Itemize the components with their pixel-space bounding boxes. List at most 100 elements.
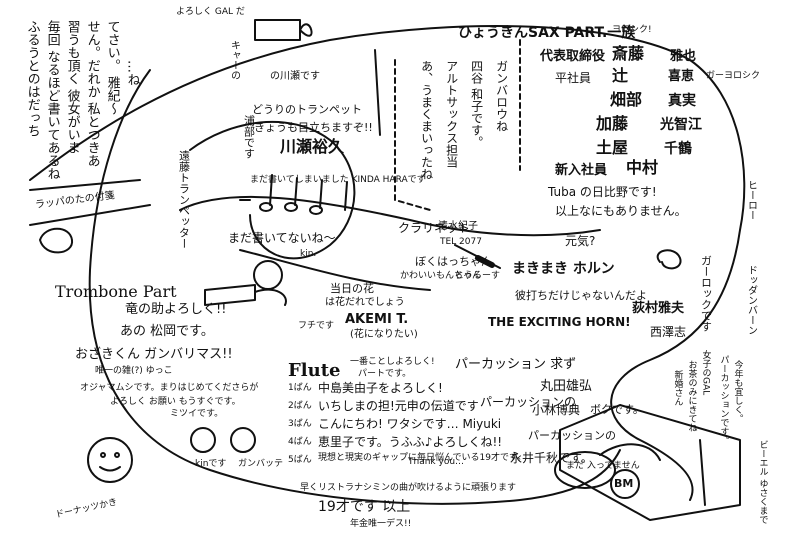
clarinet-touru: とうるーす [455,271,501,281]
music-staff [239,174,348,211]
trombone-line-7: ミツイです。 [170,409,224,419]
percussion-line-4: 小林博典 [532,403,581,417]
tl-col-3: 習うも頂く 彼女がいま [64,20,80,155]
horn-name: 荻村雅夫 [632,301,685,316]
face-doodle-bottom-left [87,437,133,483]
akemi-line-1: 当日の花 [330,282,374,295]
trumpet-vertical-2: 浦部です [242,115,256,159]
percussion-line-5: ボクです。 [590,403,644,416]
clarinet-arrow-note: まだ書いてしまいました KINDA HARAです [250,175,426,185]
tl-col-1: ふるうとのはだっち [24,20,40,137]
flute-entry-number: 2ばん [288,401,312,411]
spiral-inner-line [189,120,356,260]
flute-entry-number: 3ばん [288,419,312,429]
flute-sub: Thank you… [408,457,465,467]
flute-entry-text: 中島美由子をよろしく! [318,381,443,395]
mid-vertical-4: ガンバロウね [494,60,509,132]
trumpet-name: 川瀬裕久 [280,137,345,156]
flute-line-6: 早くリストラナシミンの曲が吹けるように頑張ります [300,483,517,493]
sax-name-kie: 喜恵 [668,69,695,84]
dog-doodle [39,227,73,254]
percussion-line-1: パーカッション 求ず [455,357,577,372]
percussion-bubble [554,451,616,489]
trumpet-note: きょうも目立ちますぞ!! [254,121,373,134]
snail-doodle [656,249,682,270]
mid-vertical-3: 四谷 和子です。 [469,60,484,148]
sax-name-chizuru: 千鶴 [664,141,692,157]
flute-line-8: 年金唯一デス!! [350,519,412,529]
flute-header: 一番ことしよろしく! [350,357,435,367]
tl-col-4: せん。だれか 私とつきあ [84,20,100,168]
sax-name-mami: 真実 [668,93,696,109]
mid-name: kin. [300,249,317,259]
flute-header-2: パートです。 [358,369,412,379]
flute-entry-text: 恵里子です。うふふ♪よろしくね!! [318,435,503,449]
flute-entry-text: 現想と現実のギャップに毎日悩んでいる19才です。 [318,453,527,463]
sax-role-president: 代表取締役 [540,49,606,64]
mid-text: まだ書いてないね〜 [228,231,336,245]
percussion-line-3: パーカッションの [480,395,577,409]
percussion-line-2: 丸田雄弘 [540,379,593,394]
sax-member-nakamura: 中村 [626,158,659,177]
trombone-sketch [204,284,287,306]
trombone-line-6: よろしく お願い もうすぐです。 [110,397,241,407]
horn-note: 彼打ちだけじゃないんだよ [515,289,647,302]
sax-part-title: ひょうきんSAX PART.一族 [458,25,636,41]
br-vertical-1: ビーエル ゆさくまで [757,440,768,524]
sax-role-staff: 平社員 [555,71,592,85]
br-vertical-2: お茶のみにきてね [686,360,697,432]
clarinet-bocchan-2: かわいいもんちゃん [400,271,482,281]
clarinet-member: 清水紀子 [438,221,478,232]
horn-title: THE EXCITING HORN! [488,315,631,329]
clarinet-label: クラリネット [398,221,471,235]
tl-col-5: てさい。 雅紀〜 [104,20,120,116]
trombone-line-3: おざきくん ガンバリマス!! [75,347,233,362]
horn-label: まきまき ホルン [512,261,615,277]
bm-badge [610,469,640,499]
flute-entry-number: 5ばん [288,455,312,465]
right-vertical-2: ドッダンバーン [745,265,757,335]
mid-vertical-2: アルトサックス担当 [444,60,459,168]
tl-col-2: 毎回 なるほど書いてあるね [44,20,60,181]
face-doodle-tuba [253,260,283,290]
flute-entry-number: 1ばん [288,383,312,393]
br-vertical-5: パーカッションです。 [718,355,729,445]
mid-vertical-1: あ、うまくまいったね [419,60,434,180]
spiral-outer-line [29,25,746,501]
trombone-line-5: オジャマムシです。まりはじめてくださらが [80,383,259,393]
percussion-line-6: パーカッションの [528,429,616,442]
sax-member-tsuchiya: 土屋 [596,138,629,157]
dashed-border [394,59,431,211]
sax-member-tsuji: 辻 [612,66,629,85]
akemi-name: AKEMI T. [345,312,409,327]
br-vertical-6: 今年も宜しく。 [732,360,743,423]
misc-sax-note: の川瀬です [270,71,320,82]
clarinet-bocchan: ぼくはっちゃん [415,255,492,268]
clarinet-tel: TEL 2077 [440,237,482,247]
percussion-line-7: 永井千秋です。 [510,451,593,465]
br-vertical-3: 新婚さん [672,370,683,406]
right-vertical-1: ガーロックです [699,255,713,332]
flute-line-7: 19才です 以上 [318,499,411,515]
akemi-line-2: は花だれでしょう [325,297,405,308]
akemi-fuchi: フチです [298,321,335,331]
sax-name-masaya: 雅也 [670,49,697,64]
horn-signature: 西澤志 [650,325,687,339]
trombone-line-4: 唯一の雑(?) ゆっこ [95,366,173,376]
trumpet-sketch [254,19,313,41]
percussion-bubble-text: まだ 入ってません [566,461,640,471]
sax-role-newcomer: 新入社員 [555,163,608,178]
spiral-center-band-2 [239,249,431,291]
trombone-line-1: 竜の助よろしく!! [125,302,227,317]
tl-col-6: …ね [124,60,140,86]
face-doodle-center [190,427,216,453]
spiral-second-line [88,69,621,505]
sax-member-kato: 加藤 [596,114,629,133]
sax-name-chie: 光智江 [660,117,702,133]
sax-member-hatabe: 畑部 [610,90,643,109]
kin-note: kinです [195,459,227,469]
tuba-line-1: Tuba の日比野です! [548,185,657,199]
right-vertical-3: ヒーロー [745,180,757,220]
